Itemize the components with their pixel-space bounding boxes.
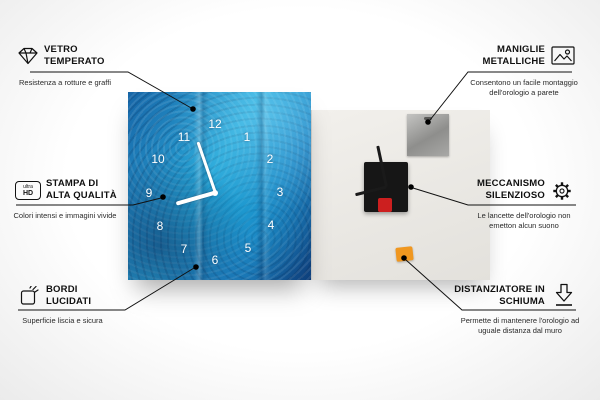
picture-frame-icon (551, 46, 575, 70)
clock-number: 8 (156, 219, 164, 233)
clock-number: 1 (243, 130, 251, 144)
callout-subtitle-bordi: Superficie liscia e sicura (22, 316, 103, 325)
callout-title-meccanismo: MECCANISMO SILENZIOSO (477, 178, 545, 201)
ultra-hd-text: HD (22, 189, 34, 197)
clock-number: 5 (244, 241, 252, 255)
clock-number: 3 (276, 185, 284, 199)
clock-number: 7 (180, 242, 188, 256)
clock-number: 10 (151, 152, 165, 166)
clock-number: 12 (208, 117, 222, 131)
clock-number: 2 (266, 152, 274, 166)
callout-subtitle-distanziatore: Permette di mantenere l'orologio ad ugua… (460, 316, 580, 335)
clock-number: 9 (145, 186, 153, 200)
clock-center-cap (212, 190, 218, 196)
arrow-down-spacer-icon (553, 283, 575, 312)
callout-title-distanziatore: DISTANZIATORE IN SCHIUMA (454, 284, 545, 307)
hour-hand (175, 191, 216, 206)
callout-title-bordi: BORDI LUCIDATI (46, 284, 92, 307)
clock-front-panel: 12 1 2 3 4 5 6 7 8 9 10 11 (128, 92, 311, 280)
callout-title-stampa: STAMPA DI ALTA QUALITÀ (46, 178, 117, 201)
callout-subtitle-maniglie: Consentono un facile montaggio dell'orol… (470, 78, 578, 97)
callout-subtitle-stampa: Colori intensi e immagini vivide (13, 211, 117, 220)
callout-subtitle-meccanismo: Le lancette dell'orologio non emetton al… (477, 211, 571, 230)
clock-mechanism (364, 162, 408, 212)
clock-number: 4 (267, 218, 275, 232)
clock-number: 11 (177, 130, 191, 144)
mechanism-red-label (378, 198, 392, 212)
clock-number: 6 (211, 253, 219, 267)
gear-icon (551, 180, 573, 207)
callout-title-vetro-temperato: VETRO TEMPERATO (44, 44, 105, 67)
polished-edge-icon (19, 284, 39, 311)
metal-mounting-plate (407, 114, 449, 156)
minute-hand (196, 141, 217, 194)
ultra-hd-text: ultra (23, 183, 33, 190)
foam-spacer (395, 246, 414, 262)
callout-title-maniglie: MANIGLIE METALLICHE (482, 44, 545, 67)
diamond-icon (17, 47, 39, 70)
callout-subtitle-vetro-temperato: Resistenza a rotture e graffi (19, 78, 111, 87)
ultra-hd-icon: ultra HD (15, 181, 41, 200)
